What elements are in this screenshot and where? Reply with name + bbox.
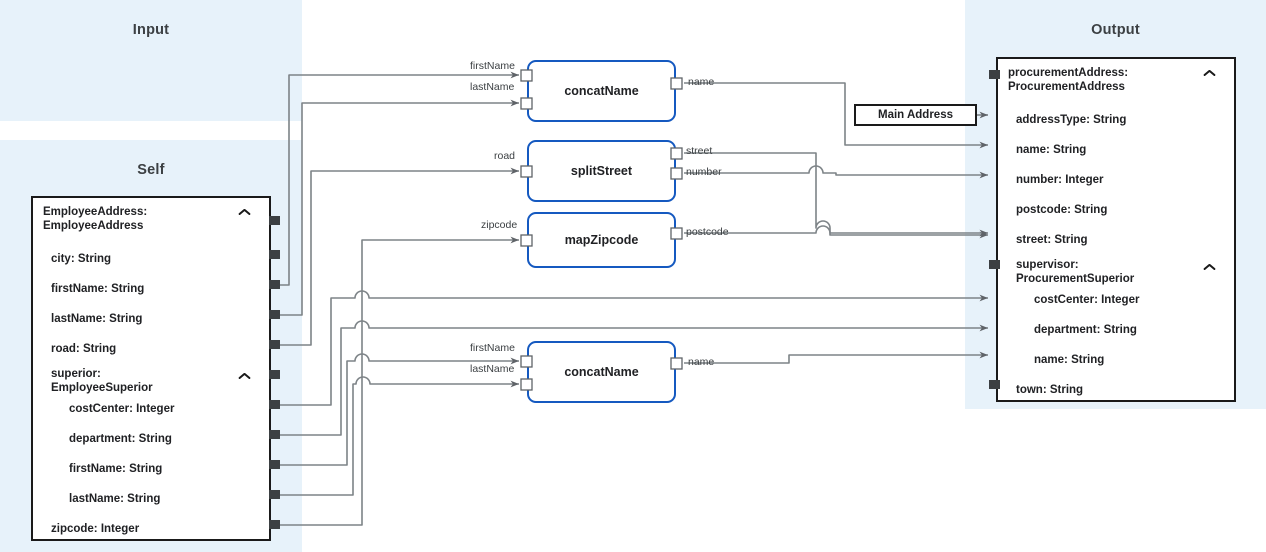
wire-concat1-name-to-output-name bbox=[684, 82, 988, 149]
schema-row-label: lastName: String bbox=[69, 492, 161, 505]
chevron-up-icon[interactable] bbox=[238, 208, 251, 217]
schema-row-label: zipcode: Integer bbox=[51, 522, 140, 535]
function-node-mapzipcode[interactable]: mapZipcode bbox=[527, 212, 676, 268]
schema-card-self[interactable]: EmployeeAddress:EmployeeAddress city: St… bbox=[31, 196, 271, 541]
schema-row-addresstype[interactable]: addressType: String bbox=[998, 105, 1234, 135]
schema-row-city[interactable]: city: String bbox=[33, 244, 269, 274]
schema-row-sup-lastname[interactable]: lastName: String bbox=[33, 484, 269, 514]
wire-postcode-to-output-postcode bbox=[684, 225, 988, 237]
schema-row-label: firstName: String bbox=[51, 282, 145, 295]
schema-row-root[interactable]: procurementAddress:ProcurementAddress bbox=[998, 59, 1234, 103]
port-label-concat1-firstname: firstName bbox=[470, 60, 515, 72]
schema-card-output[interactable]: procurementAddress:ProcurementAddress ad… bbox=[996, 57, 1236, 402]
port-label-concat2-name: name bbox=[688, 356, 715, 368]
schema-row-root[interactable]: EmployeeAddress:EmployeeAddress bbox=[33, 198, 269, 242]
schema-row-label: city: String bbox=[51, 252, 112, 265]
schema-row-label: postcode: String bbox=[1016, 203, 1108, 216]
schema-row-label: name: String bbox=[1034, 353, 1105, 366]
wire-road-to-splitstreet bbox=[276, 167, 519, 346]
port-label-zip-postcode: postcode bbox=[686, 226, 729, 238]
wire-costcenter-to-output bbox=[276, 290, 988, 406]
wire-firstname-to-concat1 bbox=[276, 71, 519, 286]
schema-row-postcode[interactable]: postcode: String bbox=[998, 195, 1234, 225]
panel-title-self: Self bbox=[137, 162, 165, 178]
port-label-split-road: road bbox=[494, 150, 516, 162]
port-label-split-street: street bbox=[686, 145, 713, 157]
port-label-split-number: number bbox=[686, 166, 722, 178]
schema-row-department[interactable]: department: String bbox=[33, 424, 269, 454]
schema-row-label: costCenter: Integer bbox=[69, 402, 175, 415]
schema-row-label: addressType: String bbox=[1016, 113, 1127, 126]
wire-concat2-name-to-output-supname bbox=[684, 351, 988, 364]
schema-row-zipcode[interactable]: zipcode: Integer bbox=[33, 514, 269, 544]
schema-row-label: department: String bbox=[1034, 323, 1137, 336]
port-label-zip-zipcode: zipcode bbox=[481, 219, 518, 231]
schema-row-label: town: String bbox=[1016, 383, 1084, 396]
schema-row-label: costCenter: Integer bbox=[1034, 293, 1140, 306]
wire-street-to-output-street bbox=[684, 152, 988, 239]
schema-row-sup-firstname[interactable]: firstName: String bbox=[33, 454, 269, 484]
schema-row-label: street: String bbox=[1016, 233, 1088, 246]
wire-number-to-output-number bbox=[684, 165, 988, 179]
schema-row-supervisor[interactable]: supervisor:ProcurementSuperior bbox=[998, 251, 1234, 291]
schema-row-label: supervisor:ProcurementSuperior bbox=[1016, 259, 1135, 286]
schema-row-street[interactable]: street: String bbox=[998, 225, 1234, 255]
schema-row-label: department: String bbox=[69, 432, 172, 445]
schema-row-label: lastName: String bbox=[51, 312, 143, 325]
schema-row-label: road: String bbox=[51, 342, 117, 355]
schema-row-costcenter[interactable]: costCenter: Integer bbox=[33, 394, 269, 424]
schema-row-label: procurementAddress:ProcurementAddress bbox=[1008, 67, 1129, 94]
function-node-title: concatName bbox=[564, 365, 639, 379]
function-node-title: concatName bbox=[564, 84, 639, 98]
schema-row-road[interactable]: road: String bbox=[33, 334, 269, 364]
schema-row-superior[interactable]: superior:EmployeeSuperior bbox=[33, 360, 269, 400]
chevron-up-icon[interactable] bbox=[1203, 263, 1216, 272]
panel-input bbox=[0, 0, 302, 121]
wire-department-to-output bbox=[276, 320, 988, 436]
wire-lastname-to-concat1 bbox=[276, 99, 519, 316]
constant-main-address[interactable]: Main Address bbox=[854, 104, 977, 126]
schema-row-town[interactable]: town: String bbox=[998, 375, 1234, 405]
wire-sup-lastname-to-concat2 bbox=[276, 376, 519, 496]
function-node-splitstreet[interactable]: splitStreet bbox=[527, 140, 676, 202]
chevron-up-icon[interactable] bbox=[238, 372, 251, 381]
schema-row-name[interactable]: name: String bbox=[998, 135, 1234, 165]
port-label-concat1-name: name bbox=[688, 76, 715, 88]
schema-row-label: firstName: String bbox=[69, 462, 163, 475]
port-label-concat2-firstname: firstName bbox=[470, 342, 515, 354]
schema-row-sup-department[interactable]: department: String bbox=[998, 315, 1234, 345]
function-node-title: splitStreet bbox=[570, 164, 633, 178]
schema-row-label: number: Integer bbox=[1016, 173, 1104, 186]
function-node-concatname-1[interactable]: concatName bbox=[527, 60, 676, 122]
schema-row-label: EmployeeAddress:EmployeeAddress bbox=[43, 206, 148, 233]
function-node-title: mapZipcode bbox=[564, 233, 639, 247]
port-label-concat2-lastname: lastName bbox=[470, 363, 515, 375]
wire-sup-firstname-to-concat2 bbox=[276, 353, 519, 466]
panel-title-output: Output bbox=[1091, 22, 1140, 38]
schema-row-firstname[interactable]: firstName: String bbox=[33, 274, 269, 304]
schema-row-sup-name[interactable]: name: String bbox=[998, 345, 1234, 375]
schema-row-number[interactable]: number: Integer bbox=[998, 165, 1234, 195]
schema-row-label: superior:EmployeeSuperior bbox=[51, 368, 153, 395]
chevron-up-icon[interactable] bbox=[1203, 69, 1216, 78]
schema-row-lastname[interactable]: lastName: String bbox=[33, 304, 269, 334]
schema-row-sup-costcenter[interactable]: costCenter: Integer bbox=[998, 285, 1234, 315]
wire-zipcode-to-mapzipcode bbox=[276, 236, 519, 526]
function-node-concatname-2[interactable]: concatName bbox=[527, 341, 676, 403]
schema-row-label: name: String bbox=[1016, 143, 1087, 156]
constant-label: Main Address bbox=[878, 109, 953, 121]
port-label-concat1-lastname: lastName bbox=[470, 81, 515, 93]
panel-title-input: Input bbox=[132, 22, 170, 38]
